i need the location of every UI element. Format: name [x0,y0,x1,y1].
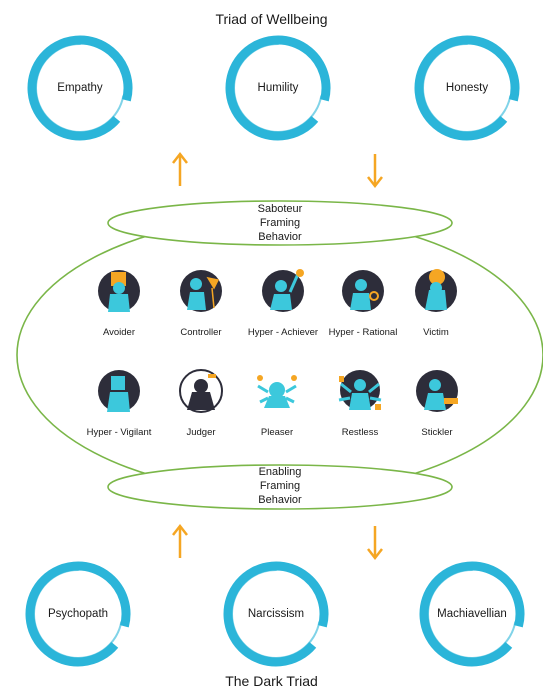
saboteur-container-ellipse [16,216,543,494]
saboteur-hyper-rational: Hyper - Rational [313,268,413,338]
hyper-rational-icon [342,270,384,312]
brush-ring-icon [419,561,525,667]
arrow-down-icon [367,526,383,561]
brush-ring-icon [223,561,329,667]
brush-ring-icon [27,35,133,141]
honesty-label: Honesty [445,82,489,94]
arrow-up-icon [172,151,188,186]
arrow-up-icon [172,523,188,558]
restless-icon [338,370,382,410]
judger-icon [179,369,223,413]
victim-icon [415,269,457,312]
bottom-title: The Dark Triad [225,673,318,689]
saboteur-judger: Judger [151,368,251,438]
psychopath-label: Psychopath [47,608,109,620]
honesty-circle: Honesty [409,30,525,146]
saboteur-hyper-vigilant: Hyper - Vigilant [69,368,169,438]
controller-icon [180,270,222,312]
narcissism-label: Narcissism [247,608,305,620]
empathy-circle: Empathy [22,30,138,146]
hyper-achiever-icon [262,269,304,312]
saboteur-restless: Restless [310,368,410,438]
saboteur-victim: Victim [386,268,486,338]
saboteur-avoider: Avoider [69,268,169,338]
pleaser-icon [257,375,297,408]
saboteur-controller: Controller [151,268,251,338]
avoider-icon [98,270,140,312]
humility-circle: Humility [220,30,336,146]
arrow-down-icon [367,154,383,189]
psychopath-circle: Psychopath [20,556,136,672]
brush-ring-icon [225,35,331,141]
saboteur-stickler: Stickler [387,368,487,438]
enabling-framing-ring [107,464,453,510]
enabling-framing-label: Enabling Framing Behavior [258,466,302,506]
machiavellian-circle: Machiavellian [414,556,530,672]
saboteur-framing-label: Saboteur Framing Behavior [257,203,303,243]
top-title: Triad of Wellbeing [215,11,328,27]
brush-ring-icon [414,35,520,141]
saboteur-pleaser: Pleaser [227,368,327,438]
saboteur-framing-ring [107,200,453,246]
empathy-label: Empathy [57,82,103,94]
narcissism-circle: Narcissism [218,556,334,672]
hyper-vigilant-icon [98,370,140,412]
machiavellian-label: Machiavellian [437,608,507,620]
humility-label: Humility [257,82,299,94]
saboteur-hyper-achiever: Hyper - Achiever [233,268,333,338]
brush-ring-icon [25,561,131,667]
stickler-icon [416,370,458,412]
